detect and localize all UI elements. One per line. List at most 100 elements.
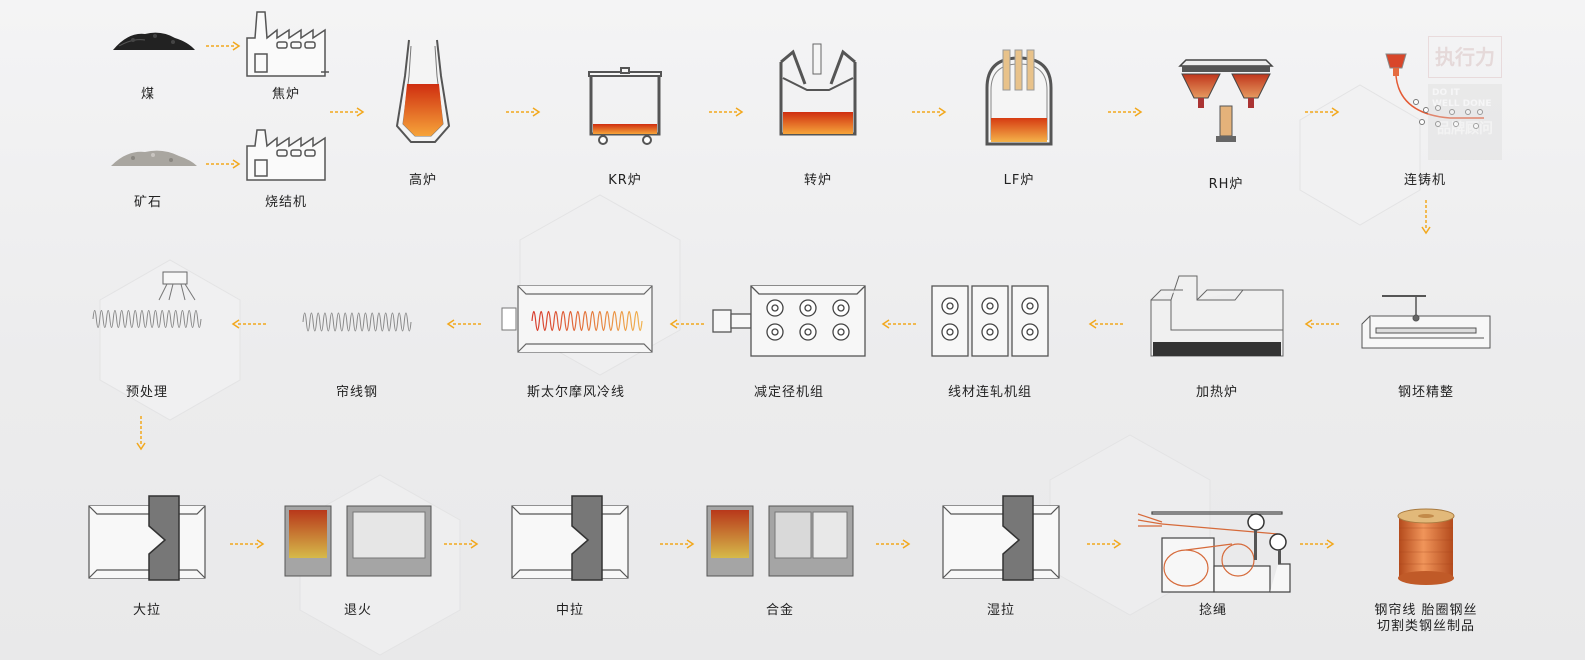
arrow-coal-to-coke <box>206 41 241 51</box>
blast-furnace-icon <box>395 39 451 143</box>
label-product-line2: 切割类钢丝制品 <box>1376 619 1475 634</box>
arrow-to-reheating <box>1304 319 1339 329</box>
node-rolling-mill: 线材连轧机组 <box>900 284 1080 434</box>
arrow-to-alloying <box>660 539 695 549</box>
arrow-ore-to-sinter <box>206 159 241 169</box>
kr-ladle-icon <box>588 67 662 145</box>
rough-drawing-machine-icon <box>88 495 206 581</box>
lf-furnace-icon <box>985 49 1053 146</box>
label-product-line1: 钢帘线 胎圈钢丝 <box>1374 603 1478 618</box>
watermark-slogan-box: DO IT WELL DONE 品牌顾问 <box>1428 84 1502 160</box>
label-reducing-sizing: 减定径机组 <box>753 385 824 400</box>
arrow-pretreatment-down <box>136 416 146 451</box>
factory-sinter-icon <box>246 129 326 181</box>
node-ore: 矿石 <box>58 130 238 280</box>
ore-pile-icon <box>111 150 197 166</box>
label-coal: 煤 <box>140 87 155 102</box>
node-coke-oven: 焦炉 <box>196 8 376 158</box>
stelmor-cooling-line-icon <box>501 285 653 353</box>
arrow-to-middle-drawing <box>444 539 479 549</box>
brand-watermark: 执行力 DO IT WELL DONE 品牌顾问 <box>1428 36 1502 160</box>
reducing-sizing-mill-icon <box>712 285 866 357</box>
node-pretreatment: 预处理 <box>57 270 237 420</box>
arrow-to-annealing <box>230 539 265 549</box>
label-lf-furnace: LF炉 <box>1003 173 1035 188</box>
cord-steel-coil-icon <box>302 312 412 332</box>
arrow-to-cord-steel <box>446 319 481 329</box>
node-cord-steel: 帘线钢 <box>267 290 447 440</box>
node-sinter: 烧结机 <box>196 122 376 272</box>
node-final-product: 钢帘线 胎圈钢丝 切割类钢丝制品 <box>1336 508 1516 658</box>
node-wet-drawing: 湿拉 <box>911 494 1091 644</box>
arrow-lf-to-rh <box>1108 107 1143 117</box>
pretreatment-coil <box>92 310 202 328</box>
cord-steel-coil <box>302 312 412 332</box>
label-rough-drawing: 大拉 <box>132 603 161 618</box>
label-kr-furnace: KR炉 <box>608 173 642 188</box>
label-sinter: 烧结机 <box>264 195 307 210</box>
stelmor-coil <box>531 310 643 332</box>
arrow-to-blast-furnace <box>330 107 365 117</box>
arrow-to-reducing-sizing <box>881 319 916 329</box>
node-rough-drawing: 大拉 <box>57 494 237 644</box>
label-ore: 矿石 <box>133 195 162 210</box>
wet-drawing-machine-icon <box>942 495 1060 581</box>
rh-vacuum-degasser-icon <box>1178 59 1274 142</box>
node-middle-drawing: 中拉 <box>480 494 660 644</box>
label-annealing: 退火 <box>343 603 372 618</box>
label-blast-furnace: 高炉 <box>408 173 437 188</box>
node-reheating-furnace: 加热炉 <box>1127 270 1307 420</box>
arrow-to-stranding <box>1087 539 1122 549</box>
rolling-mill-stands-icon <box>931 285 1049 357</box>
label-converter: 转炉 <box>803 173 832 188</box>
node-converter: 转炉 <box>728 43 908 194</box>
label-billet-finishing: 钢坯精整 <box>1397 385 1454 400</box>
node-kr-furnace: KR炉 <box>535 66 715 216</box>
label-middle-drawing: 中拉 <box>555 603 584 618</box>
arrow-caster-down <box>1421 200 1431 235</box>
label-pretreatment: 预处理 <box>125 385 168 400</box>
factory-coke-oven-icon <box>246 11 329 77</box>
watermark-brand: 执行力 <box>1428 36 1502 78</box>
label-caster: 连铸机 <box>1403 173 1446 188</box>
node-caster: 连铸机 <box>1335 48 1515 198</box>
label-stelmor: 斯太尔摩风冷线 <box>526 385 625 400</box>
arrow-converter-to-lf <box>912 107 947 117</box>
node-billet-finishing: 钢坯精整 <box>1336 288 1516 438</box>
node-rh-furnace: RH炉 <box>1136 52 1316 202</box>
arrow-rh-to-caster <box>1305 107 1340 117</box>
watermark-slogan1: DO IT <box>1432 88 1460 98</box>
arrow-to-wet-drawing <box>876 539 911 549</box>
alloying-furnace-icon <box>706 505 854 577</box>
arrow-to-final-product <box>1300 539 1335 549</box>
arrow-kr-to-converter <box>709 107 744 117</box>
middle-drawing-machine-icon <box>511 495 629 581</box>
arrow-to-pretreatment <box>231 319 266 329</box>
arrow-to-rolling-mill <box>1088 319 1123 329</box>
label-reheating-furnace: 加热炉 <box>1195 385 1238 400</box>
billet-finishing-icon <box>1361 295 1491 349</box>
watermark-tagline: 品牌顾问 <box>1437 121 1493 137</box>
node-lf-furnace: LF炉 <box>929 48 1109 198</box>
label-coke-oven: 焦炉 <box>271 87 300 102</box>
converter-icon <box>779 43 857 136</box>
node-blast-furnace: 高炉 <box>333 36 513 188</box>
annealing-furnace-icon <box>284 505 432 577</box>
label-stranding: 捻绳 <box>1198 603 1227 618</box>
continuous-caster-icon <box>1385 53 1484 129</box>
label-wet-drawing: 湿拉 <box>986 603 1015 618</box>
label-cord-steel: 帘线钢 <box>335 385 378 400</box>
watermark-slogan2: WELL DONE <box>1432 99 1492 109</box>
label-rolling-mill: 线材连轧机组 <box>947 385 1032 400</box>
node-annealing: 退火 <box>268 504 448 654</box>
node-stelmor: 斯太尔摩风冷线 <box>486 284 666 434</box>
reheating-furnace-icon <box>1150 275 1284 357</box>
node-coal: 煤 <box>58 20 238 170</box>
arrow-to-stelmor <box>669 319 704 329</box>
stranding-machine-icon <box>1137 511 1291 593</box>
coal-pile-icon <box>113 32 195 50</box>
copper-wire-spool-icon <box>1397 508 1455 585</box>
node-stranding: 捻绳 <box>1123 508 1303 658</box>
label-alloying: 合金 <box>765 603 794 618</box>
